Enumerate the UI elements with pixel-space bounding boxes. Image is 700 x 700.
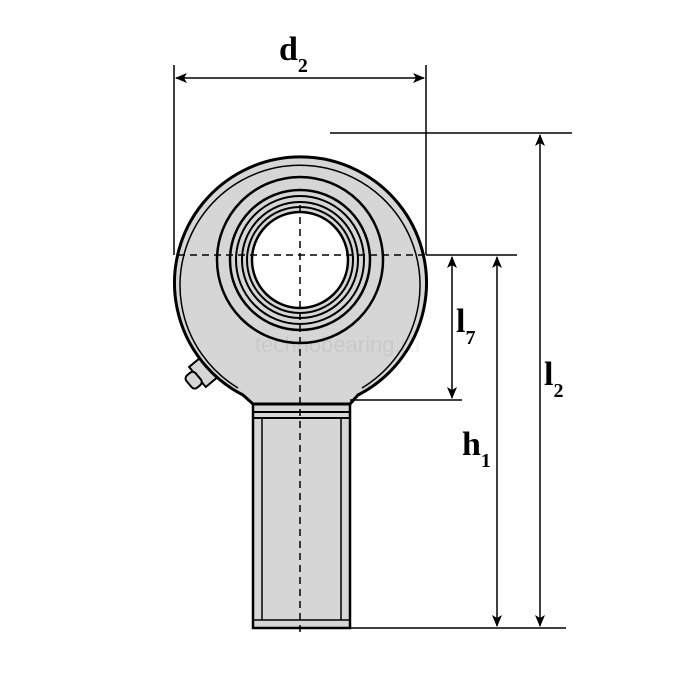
rod-end-head: [173, 155, 428, 406]
threaded-shank: [251, 398, 352, 630]
label-l2: l2: [544, 356, 563, 402]
extension-lines: [173, 65, 572, 629]
watermark: technobearing.ru: [255, 332, 420, 357]
center-lines: [178, 205, 424, 632]
label-l7: l7: [456, 303, 475, 349]
grease-nipple: [184, 351, 225, 390]
label-d2: d2: [279, 31, 308, 77]
label-h1: h1: [462, 426, 491, 472]
